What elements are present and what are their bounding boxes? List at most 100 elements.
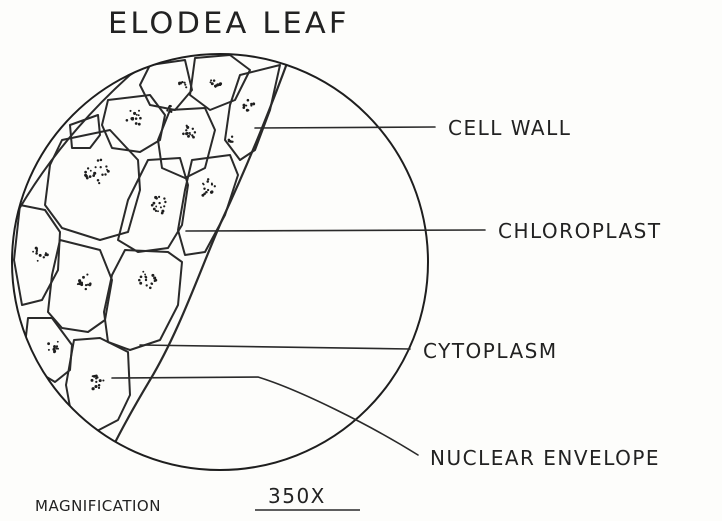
chloroplast-dot bbox=[185, 86, 187, 88]
chloroplast-dot bbox=[132, 117, 134, 119]
chloroplast-dot bbox=[36, 250, 38, 252]
chloroplast-dot bbox=[99, 379, 102, 382]
chloroplast-dot bbox=[155, 279, 158, 282]
chloroplast-dot bbox=[105, 165, 107, 167]
cytoplasm-leader bbox=[140, 345, 410, 349]
chloroplast-dot bbox=[231, 141, 233, 143]
leaf-edge-right bbox=[90, 55, 290, 500]
chloroplast-dot bbox=[102, 379, 104, 381]
chloroplast-dot bbox=[139, 117, 142, 120]
chloroplast-dot bbox=[205, 191, 208, 194]
chloroplast-dot bbox=[100, 159, 103, 162]
chloroplast-dot bbox=[85, 284, 87, 286]
chloroplast-dot bbox=[144, 273, 146, 275]
chloroplast-dot bbox=[53, 350, 56, 353]
chloroplast-dot bbox=[169, 111, 171, 113]
chloroplast-dot bbox=[210, 79, 212, 81]
chloroplast-dot bbox=[228, 139, 231, 142]
chloroplast-dot bbox=[84, 171, 87, 174]
chloroplast-dot bbox=[164, 201, 166, 203]
chloroplast-dot bbox=[203, 188, 205, 190]
chloroplast-dot bbox=[151, 283, 153, 285]
label-cell-wall: CELL WALL bbox=[448, 116, 571, 140]
chloroplast-dot bbox=[106, 169, 108, 171]
chloroplast-dot bbox=[184, 82, 186, 84]
chloroplast-dot bbox=[187, 135, 190, 138]
chloroplast-dot bbox=[245, 105, 247, 107]
chloroplast-dot bbox=[82, 276, 85, 279]
chloroplast-dot bbox=[252, 102, 255, 105]
chloroplast-dot bbox=[213, 79, 216, 82]
chloroplast-dot bbox=[145, 279, 147, 281]
chloroplast-dot bbox=[57, 348, 59, 350]
label-nuclear-envelope: NUCLEAR ENVELOPE bbox=[430, 446, 660, 470]
chloroplast-dot bbox=[158, 196, 160, 198]
cell bbox=[225, 65, 280, 160]
chloroplast-dot bbox=[138, 110, 140, 112]
chloroplast-dot bbox=[97, 159, 100, 162]
chloroplast-dot bbox=[145, 276, 147, 278]
chloroplast-dot bbox=[139, 282, 142, 285]
chloroplast-dot bbox=[215, 84, 218, 87]
chloroplast-dot bbox=[101, 173, 103, 175]
chloroplast-dot bbox=[153, 208, 156, 211]
chloroplast-dot bbox=[133, 112, 136, 115]
chloroplast-dot bbox=[192, 136, 195, 139]
chloroplast-dot bbox=[90, 170, 92, 172]
chloroplast-clusters bbox=[32, 79, 255, 390]
chloroplast-dot bbox=[211, 184, 213, 186]
chloroplast-dot bbox=[126, 119, 129, 122]
chloroplast-dot bbox=[153, 202, 156, 205]
chloroplast-dot bbox=[210, 191, 213, 194]
chloroplast-dot bbox=[86, 274, 88, 276]
chloroplast-dot bbox=[138, 114, 140, 116]
chloroplast-dot bbox=[47, 342, 50, 345]
chloroplast-dot bbox=[104, 173, 106, 175]
chloroplast-dot bbox=[94, 385, 97, 388]
chloroplast-dot bbox=[149, 287, 152, 290]
cell bbox=[48, 240, 112, 332]
magnification-value: 350X bbox=[268, 484, 326, 508]
chloroplast-dot bbox=[92, 387, 95, 390]
chloroplast-dot bbox=[192, 128, 194, 130]
nuclear-envelope-leader bbox=[112, 377, 418, 455]
chloroplast-dot bbox=[138, 279, 141, 282]
chloroplast-dot bbox=[155, 210, 157, 212]
chloroplast-dot bbox=[163, 197, 165, 199]
chloroplast-dot bbox=[89, 284, 91, 286]
cell bbox=[45, 130, 140, 240]
chloroplast-dot bbox=[186, 132, 189, 135]
chloroplast-dot bbox=[79, 281, 81, 283]
chloroplast-dot bbox=[182, 133, 185, 136]
chloroplast-dot bbox=[246, 109, 249, 112]
cell-wall-leader bbox=[255, 127, 435, 128]
chloroplast-dot bbox=[247, 99, 250, 102]
chloroplast-dot bbox=[180, 82, 182, 84]
chloroplast-dot bbox=[100, 166, 102, 168]
chloroplast-dot bbox=[185, 129, 187, 131]
chloroplast-dot bbox=[135, 117, 138, 120]
chloroplast-dot bbox=[142, 271, 144, 273]
chloroplast-dot bbox=[93, 375, 96, 378]
chloroplast-dot bbox=[231, 136, 233, 138]
chloroplast-dot bbox=[146, 284, 148, 286]
chloroplast-dot bbox=[136, 114, 138, 116]
chloroplast-dot bbox=[87, 167, 89, 169]
chloroplast-dot bbox=[158, 202, 160, 204]
chloroplast-dot bbox=[43, 256, 45, 258]
chloroplast-dot bbox=[163, 205, 165, 207]
magnification-label: MAGNIFICATION bbox=[35, 497, 161, 515]
cell bbox=[104, 250, 182, 350]
chloroplast-dot bbox=[207, 189, 209, 191]
chloroplast-dot bbox=[214, 185, 216, 187]
chloroplast-dot bbox=[151, 274, 154, 277]
chloroplast-dot bbox=[98, 387, 100, 389]
chloroplast-dot bbox=[154, 196, 157, 199]
chloroplast-dot bbox=[250, 104, 252, 106]
chloroplast-dot bbox=[85, 288, 87, 290]
label-cytoplasm: CYTOPLASM bbox=[423, 339, 558, 363]
chloroplast-dot bbox=[95, 381, 97, 383]
chloroplast-dot bbox=[87, 284, 89, 286]
